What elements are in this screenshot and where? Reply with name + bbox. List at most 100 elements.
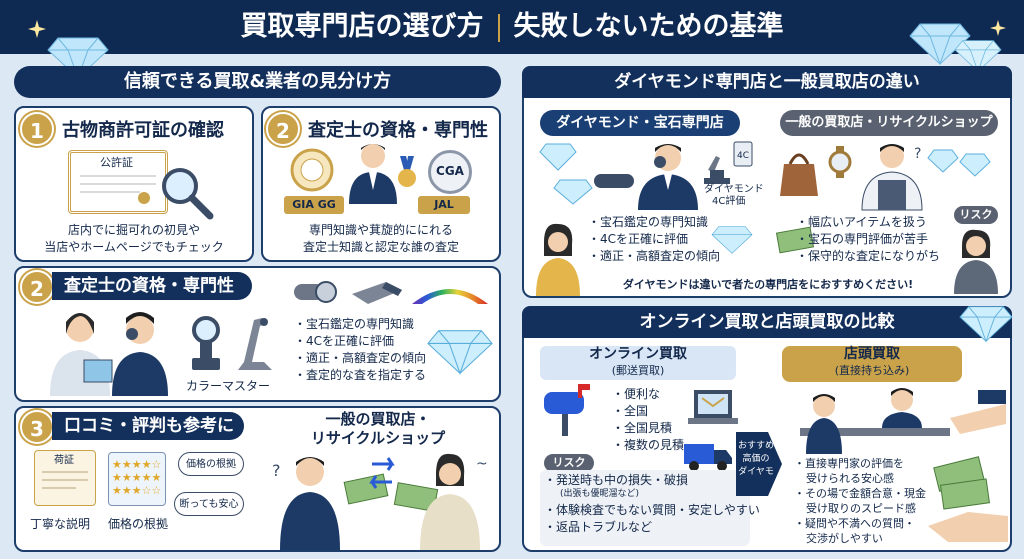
- general-risk-label: リスク: [954, 206, 998, 224]
- handshake-money-icon: [928, 456, 1008, 542]
- title-right: 失敗しないための基準: [513, 11, 784, 42]
- online-risk-list-2: 体験検査でもない質問・安定しやすい 返品トラブルなど: [544, 502, 760, 536]
- online-risk-2: 体験検査でもない質問・安定しやすい: [544, 502, 760, 519]
- certificate-lines: [80, 175, 156, 204]
- specialist-bullet-2: 4Cを正確に評価: [588, 231, 720, 248]
- store-bullets-3: 疑問や不満への質問・: [794, 516, 915, 531]
- store-bullets: 直接専門家の評価を: [794, 456, 904, 471]
- store-bullet-3: 疑問や不満への質問・: [794, 516, 915, 531]
- svg-text:?: ?: [272, 461, 281, 480]
- online-bullets: 便利な 全国 全国見積 複数の見積: [612, 386, 684, 454]
- title-divider: [497, 13, 500, 42]
- loupe-icon: [294, 281, 337, 303]
- card3-diamond-icon: [427, 330, 493, 375]
- store-bullets-2: その場で金額合意・現金: [794, 486, 926, 501]
- star-rating-icon: ★★★★☆★★★★★★★★☆☆: [112, 458, 162, 497]
- appraiser-person-icon: [349, 144, 397, 204]
- svg-text:?: ?: [914, 146, 921, 162]
- general-bullet-3: 保守的な査定になりがち: [796, 248, 940, 265]
- card2-number-badge: 2: [266, 112, 300, 146]
- speech-bubble-price: [178, 452, 244, 476]
- recommend-line: ダイヤモンドは違いで者たの専門店をにおすすめください!: [622, 278, 914, 291]
- card3-bullets: 宝石鑑定の専門知識 4Cを正確に評価 適正・高額査定の傾向 査定的な査を指定する: [294, 316, 426, 384]
- general-shop-label: 一般の買取店・リサイクルショップ: [780, 110, 998, 136]
- store-label-box: [782, 346, 962, 382]
- color-master-caption: カラーマスター: [186, 379, 271, 393]
- speech-bubble-price-text: 価格の根拠: [186, 459, 236, 470]
- general-shop-illustration: ?: [780, 144, 991, 211]
- laptop-mail-icon: [688, 390, 738, 424]
- header-bar: [0, 0, 1024, 54]
- certificate-label: 公許証: [100, 156, 133, 169]
- color-master-tool-icon: [192, 316, 272, 370]
- card1-heading: 古物商許可証の確認: [62, 120, 224, 141]
- online-risk-note: (出張も優昵溜など): [560, 489, 640, 499]
- general-bullet-2: 宝石の専門評価が苦手: [796, 231, 940, 248]
- card4-caption-1: 丁寧な説明: [30, 517, 91, 531]
- online-section-title: オンライン買取と店頭買取の比較: [522, 306, 1012, 338]
- badge-gia: [284, 196, 344, 214]
- card3-bullet-3: 適正・高額査定の傾向: [294, 350, 426, 367]
- shop-exchange-illustration: ? ~: [272, 453, 488, 550]
- specialist-bullets: 宝石鑑定の専門知識 4Cを正確に評価 適正・高額査定の傾向: [588, 214, 720, 265]
- page-title: 買取専門店の選び方失敗しないための基準: [0, 0, 1024, 54]
- specialist-bullet-1: 宝石鑑定の専門知識: [588, 214, 720, 231]
- color-spectrum-icon: [412, 289, 488, 304]
- store-bullet-2b: 受け取りのスピード感: [806, 502, 916, 515]
- specialist-caption-1: ダイヤモンド: [704, 184, 764, 195]
- review-document-lines: [42, 471, 88, 489]
- online-section-diamond-icon: [959, 306, 1013, 343]
- online-bullet-2: 全国: [612, 403, 684, 420]
- header-sparkle-right-icon: [990, 20, 1006, 36]
- card2-desc-1: 専門知識や萁旋的ににれる: [308, 223, 453, 237]
- review-document-tag: 荷証: [54, 455, 74, 466]
- online-risk-label: リスク: [544, 454, 594, 472]
- online-risk-1: 発送時も中の損失・破損: [544, 472, 688, 489]
- online-bullet-3: 全国見積: [612, 420, 684, 437]
- online-risk-3: 返品トラブルなど: [544, 519, 760, 536]
- card3-heading: 査定士の資格・専門性: [52, 272, 252, 300]
- specialist-label: ダイヤモンド・宝石専門店: [540, 110, 740, 136]
- online-label-box: [540, 346, 736, 380]
- specialist-bullet-3: 適正・高額査定の傾向: [588, 248, 720, 265]
- card4-caption-2: 価格の根拠: [108, 517, 169, 531]
- delivery-truck-icon: [684, 444, 732, 471]
- card1-desc-2: 当店やホームページでもチェック: [44, 240, 224, 254]
- diamond-section-title: ダイヤモンド専門店と一般買取店の違い: [522, 66, 1012, 98]
- specialist-diamond-icon: [711, 226, 753, 254]
- badge-jal: [418, 196, 470, 214]
- card3-bullet-2: 4Cを正確に評価: [294, 333, 426, 350]
- specialist-caption-2: 4C評価: [712, 196, 746, 207]
- card3-bullet-1: 宝石鑑定の専門知識: [294, 316, 426, 333]
- shop-title-1: 一般の買取店・: [325, 410, 431, 428]
- card4-number-badge: 3: [20, 410, 54, 444]
- card3-bullet-4: 査定的な査を指定する: [294, 367, 426, 384]
- online-risk-list: 発送時も中の損失・破損: [544, 472, 688, 489]
- card2-heading: 査定士の資格・専門性: [308, 120, 488, 141]
- mailbox-icon: [544, 384, 590, 436]
- card4-heading: 口コミ・評判も参考に: [52, 412, 244, 440]
- svg-text:~: ~: [476, 456, 488, 472]
- magnifier-icon: [162, 168, 214, 220]
- card2-desc-2: 査定士知識と認定な誰の査定: [302, 240, 459, 254]
- online-bullet-1: 便利な: [612, 386, 684, 403]
- online-sub: (郵送買取): [611, 364, 665, 377]
- badge-cga-label: CGA: [436, 164, 464, 178]
- shop-title-2: リサイクルショップ: [310, 429, 446, 447]
- star-rating-panel: [108, 452, 166, 506]
- store-bullet-2: その場で金額合意・現金: [794, 486, 926, 501]
- speech-bubble-safe-text: 断っても安心: [179, 499, 239, 510]
- general-bullets: 幅広いアイテムを扱う 宝石の専門評価が苦手 保守的な査定になりがち: [796, 214, 940, 265]
- medal-icon: [398, 156, 416, 187]
- store-bullet-1: 直接専門家の評価を: [794, 456, 904, 471]
- online-label: オンライン買取: [589, 346, 687, 362]
- store-counter-illustration: [800, 388, 1006, 454]
- badge-cga: [428, 150, 472, 194]
- recommend-arrow: [736, 432, 782, 496]
- specialist-woman-icon: [536, 223, 580, 296]
- card1-desc-1: 店内でに掘可れの初見や: [67, 223, 200, 237]
- specialist-illustration: [539, 141, 753, 210]
- general-bullet-1: 幅広いアイテムを扱う: [796, 214, 940, 231]
- header-sparkle-left-icon: [28, 20, 46, 38]
- gauge-4c-label: 4C: [736, 151, 749, 161]
